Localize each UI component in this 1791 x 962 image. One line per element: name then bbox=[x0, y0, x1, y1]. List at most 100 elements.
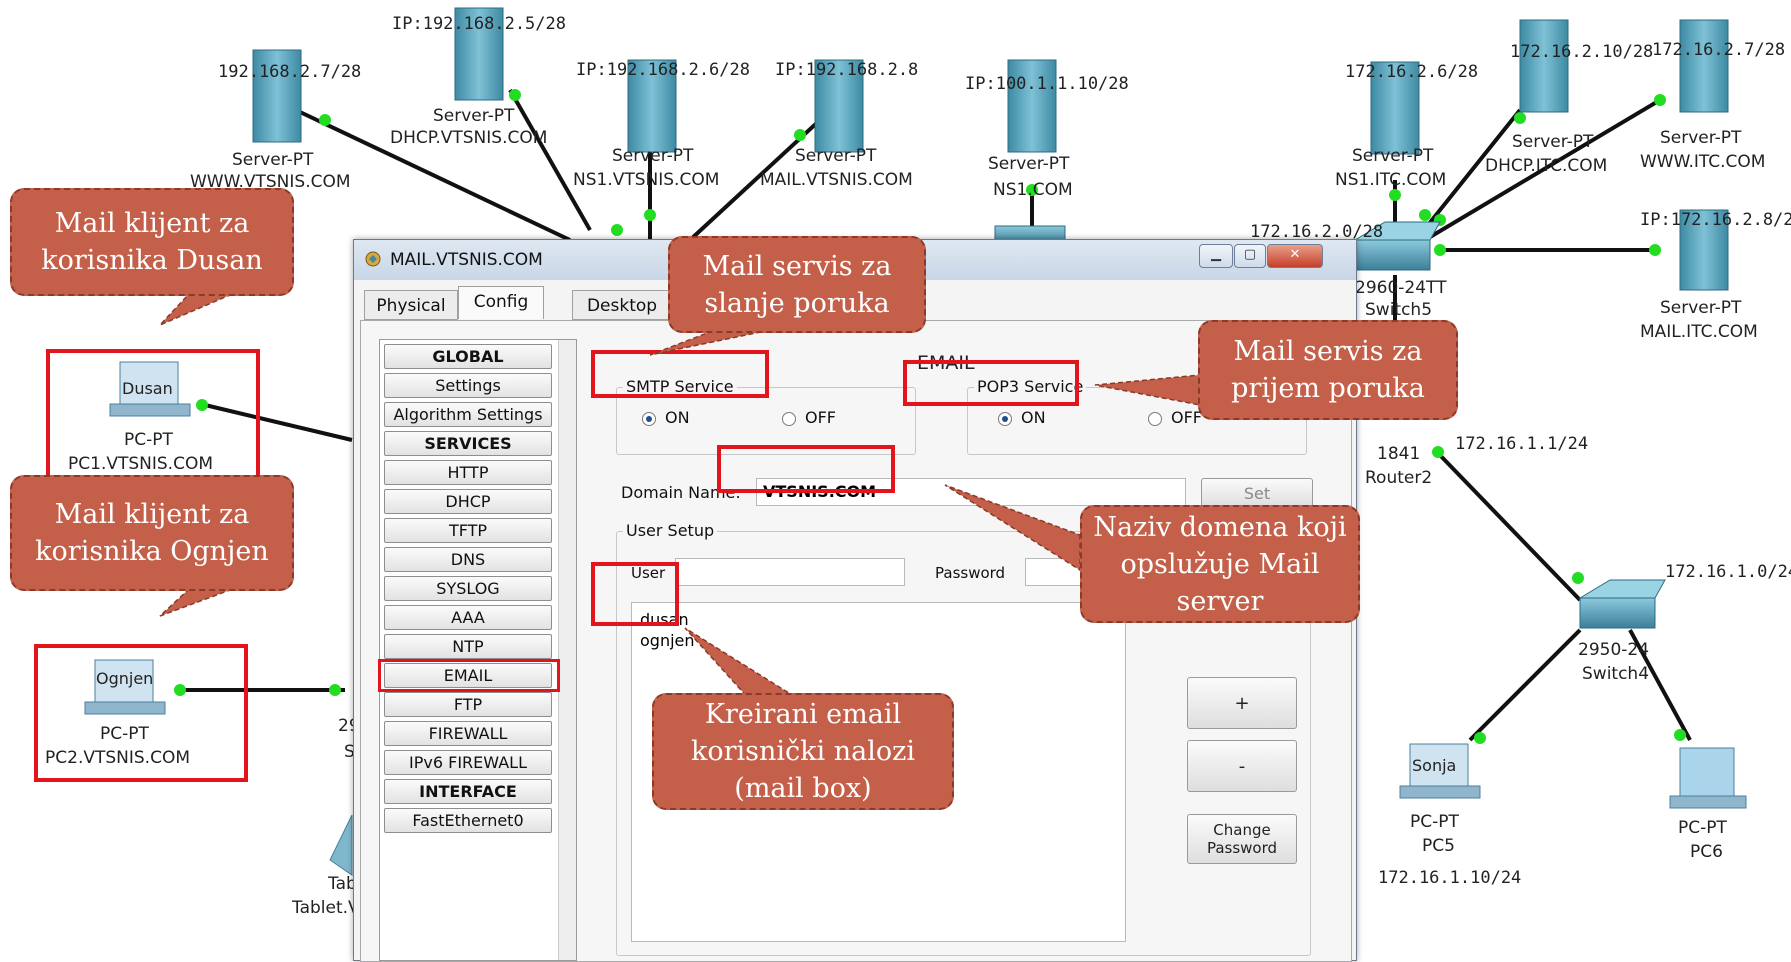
pc1-host: PC1.VTSNIS.COM bbox=[68, 454, 213, 474]
change-password-button[interactable]: Change Password bbox=[1187, 814, 1297, 864]
remove-user-button[interactable]: - bbox=[1187, 740, 1297, 792]
sidebar-item-http[interactable]: HTTP bbox=[384, 460, 552, 485]
server-ns1com-type: Server-PT bbox=[988, 154, 1070, 174]
server-mail-type: Server-PT bbox=[795, 146, 877, 166]
sidebar-item-fastethernet0[interactable]: FastEthernet0 bbox=[384, 808, 552, 833]
sidebar-item-aaa[interactable]: AAA bbox=[384, 605, 552, 630]
config-sidebar: GLOBAL Settings Algorithm Settings SERVI… bbox=[378, 339, 577, 961]
server-ns1-ip: IP:192.168.2.6/28 bbox=[576, 60, 750, 80]
pc5-host: PC5 bbox=[1422, 836, 1455, 856]
pop3-label: POP3 Service bbox=[974, 377, 1087, 396]
switch5-net: 172.16.2.0/28 bbox=[1250, 222, 1384, 242]
minimize-button[interactable]: ▁ bbox=[1199, 244, 1233, 268]
tab-desktop[interactable]: Desktop bbox=[572, 290, 672, 320]
tablet-label-1: Tab bbox=[328, 874, 357, 894]
sidebar-item-settings[interactable]: Settings bbox=[384, 373, 552, 398]
email-highlight bbox=[378, 659, 560, 692]
router2-model: 1841 bbox=[1377, 444, 1421, 464]
switch4-model: 2950-24 bbox=[1578, 640, 1650, 660]
user-label: User bbox=[631, 564, 666, 582]
smtp-on-label: ON bbox=[665, 408, 690, 427]
server-dhcpitc-type: Server-PT bbox=[1512, 132, 1594, 152]
tablet-label-2: Tablet.V bbox=[292, 898, 360, 918]
server-ns1-type: Server-PT bbox=[612, 146, 694, 166]
server-ns1com-ip: IP:100.1.1.10/28 bbox=[965, 74, 1129, 94]
pop3-off-radio[interactable] bbox=[1148, 412, 1162, 426]
pop3-group: POP3 Service ON OFF bbox=[967, 377, 1307, 455]
sidebar-item-email[interactable]: EMAIL bbox=[384, 663, 552, 688]
smtp-on-radio[interactable] bbox=[642, 412, 656, 426]
pop3-on-radio[interactable] bbox=[998, 412, 1012, 426]
pc5-screen-label: Sonja bbox=[1412, 756, 1457, 775]
switch5-model: 2960-24TT bbox=[1355, 278, 1447, 298]
tab-config[interactable]: Config bbox=[458, 286, 544, 319]
sidebar-item-ipv6-firewall[interactable]: IPv6 FIREWALL bbox=[384, 750, 552, 775]
pc1-screen-label: Dusan bbox=[122, 379, 173, 398]
server-mailitc-ip: IP:172.16.2.8/28 bbox=[1640, 210, 1791, 230]
sidebar-item-ftp[interactable]: FTP bbox=[384, 692, 552, 717]
callout-smtp: Mail servis za slanje poruka bbox=[668, 236, 926, 333]
server-dhcpitc-ip: 172.16.2.10/28 bbox=[1510, 42, 1654, 62]
server-ns1com-host: NS1.COM bbox=[993, 180, 1073, 200]
config-content: GLOBAL Settings Algorithm Settings SERVI… bbox=[360, 320, 1352, 962]
switch4-name: Switch4 bbox=[1582, 664, 1650, 684]
pc1-type: PC-PT bbox=[124, 430, 173, 450]
domain-name-label: Domain Name: bbox=[621, 483, 741, 502]
maximize-button[interactable]: ▢ bbox=[1234, 244, 1266, 268]
sidebar-item-tftp[interactable]: TFTP bbox=[384, 518, 552, 543]
server-wwwitc-ip: 172.16.2.7/28 bbox=[1652, 40, 1786, 60]
set-domain-button[interactable]: Set bbox=[1201, 478, 1313, 508]
sidebar-item-firewall[interactable]: FIREWALL bbox=[384, 721, 552, 746]
sidebar-header-interface: INTERFACE bbox=[384, 779, 552, 804]
server-wwwitc-host: WWW.ITC.COM bbox=[1640, 152, 1766, 172]
callout-ognjen: Mail klijent za korisnika Ognjen bbox=[10, 475, 294, 591]
callout-dusan: Mail klijent za korisnika Dusan bbox=[10, 188, 294, 296]
pc2-type: PC-PT bbox=[100, 724, 149, 744]
add-user-button[interactable]: + bbox=[1187, 677, 1297, 729]
partial-switch-label-2: S bbox=[344, 742, 355, 762]
user-setup-label: User Setup bbox=[623, 521, 718, 540]
sidebar-item-ntp[interactable]: NTP bbox=[384, 634, 552, 659]
tab-physical[interactable]: Physical bbox=[364, 290, 458, 320]
server-mailitc-type: Server-PT bbox=[1660, 298, 1742, 318]
pc6-type: PC-PT bbox=[1678, 818, 1727, 838]
server-ns1itc-ip: 172.16.2.6/28 bbox=[1345, 62, 1479, 82]
user-list-item[interactable]: ognjen bbox=[640, 631, 695, 650]
password-label: Password bbox=[935, 564, 1006, 582]
router2-ip: 172.16.1.1/24 bbox=[1455, 434, 1589, 454]
pc2-host: PC2.VTSNIS.COM bbox=[45, 748, 190, 768]
smtp-label: SMTP Service bbox=[623, 377, 737, 396]
user-input[interactable] bbox=[675, 558, 905, 586]
sidebar-item-algorithm[interactable]: Algorithm Settings bbox=[384, 402, 552, 427]
pc2-screen-label: Ognjen bbox=[96, 669, 154, 688]
server-dhcp-host: DHCP.VTSNIS.COM bbox=[390, 128, 548, 148]
callout-pop3: Mail servis za prijem poruka bbox=[1198, 320, 1458, 420]
pc6-host: PC6 bbox=[1690, 842, 1723, 862]
device-config-window: MAIL.VTSNIS.COM ▁ ▢ ✕ Physical Config De… bbox=[353, 239, 1357, 962]
user-list-item[interactable]: dusan bbox=[640, 610, 689, 629]
sidebar-item-syslog[interactable]: SYSLOG bbox=[384, 576, 552, 601]
domain-highlight bbox=[717, 445, 895, 493]
window-title: MAIL.VTSNIS.COM bbox=[390, 250, 543, 270]
smtp-off-label: OFF bbox=[805, 408, 836, 427]
smtp-highlight bbox=[591, 350, 769, 398]
server-dhcp-ip: IP:192.168.2.5/28 bbox=[392, 14, 566, 34]
server-www-ip: 192.168.2.7/28 bbox=[218, 62, 362, 82]
close-button[interactable]: ✕ bbox=[1267, 244, 1323, 268]
server-dhcpitc-host: DHCP.ITC.COM bbox=[1485, 156, 1608, 176]
server-ns1-host: NS1.VTSNIS.COM bbox=[573, 170, 720, 190]
pc5-type: PC-PT bbox=[1410, 812, 1459, 832]
smtp-off-radio[interactable] bbox=[782, 412, 796, 426]
switch5-name: Switch5 bbox=[1365, 300, 1433, 320]
callout-domain: Naziv domena koji opslužuje Mail server bbox=[1080, 505, 1360, 623]
pc1-highlight bbox=[46, 349, 260, 485]
server-wwwitc-type: Server-PT bbox=[1660, 128, 1742, 148]
server-mailitc-host: MAIL.ITC.COM bbox=[1640, 322, 1758, 342]
sidebar-item-dhcp[interactable]: DHCP bbox=[384, 489, 552, 514]
sidebar-header-services: SERVICES bbox=[384, 431, 552, 456]
sidebar-scrollbar[interactable] bbox=[558, 340, 576, 960]
sidebar-header-global: GLOBAL bbox=[384, 344, 552, 369]
sidebar-item-dns[interactable]: DNS bbox=[384, 547, 552, 572]
callout-accounts: Kreirani email korisnički nalozi (mail b… bbox=[652, 693, 954, 810]
